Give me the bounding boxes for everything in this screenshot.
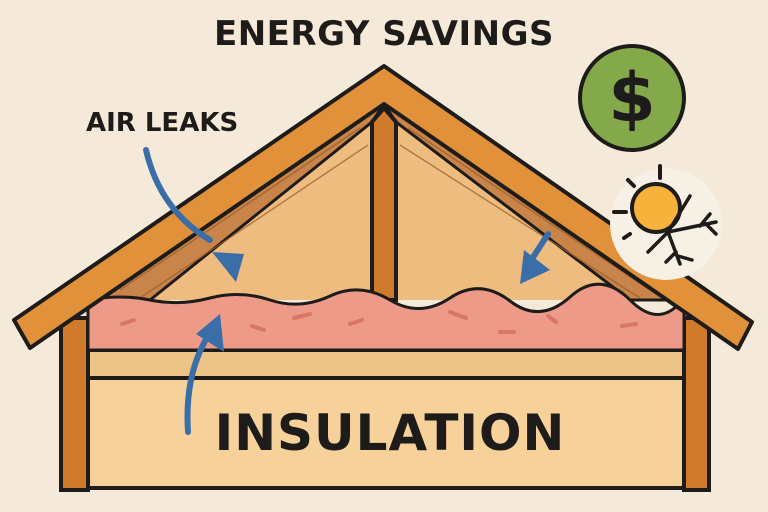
sun-icon — [630, 182, 682, 234]
arrow-right-head — [520, 250, 550, 284]
sun-rays — [612, 164, 662, 240]
sun-snowflake-icon — [610, 164, 722, 280]
insulation-label: INSULATION — [214, 404, 566, 462]
arrow-up-head — [196, 314, 224, 352]
insulation-layer — [86, 282, 686, 352]
right-wall-post — [682, 316, 711, 492]
arrow-left-head — [212, 252, 244, 282]
left-wall-post — [59, 316, 90, 492]
dollar-sign-icon: $ — [578, 44, 686, 152]
floor-band — [86, 348, 686, 380]
arrow-heads — [196, 250, 550, 352]
air-leaks-label: AIR LEAKS — [86, 108, 239, 138]
roof — [12, 64, 754, 351]
center-post — [370, 104, 398, 302]
wood-grain — [119, 127, 651, 299]
arrow-left-shaft — [143, 147, 213, 243]
page-title: ENERGY SAVINGS — [213, 14, 554, 54]
insulation-fibers — [120, 310, 638, 334]
snowflake-icon — [646, 194, 718, 266]
